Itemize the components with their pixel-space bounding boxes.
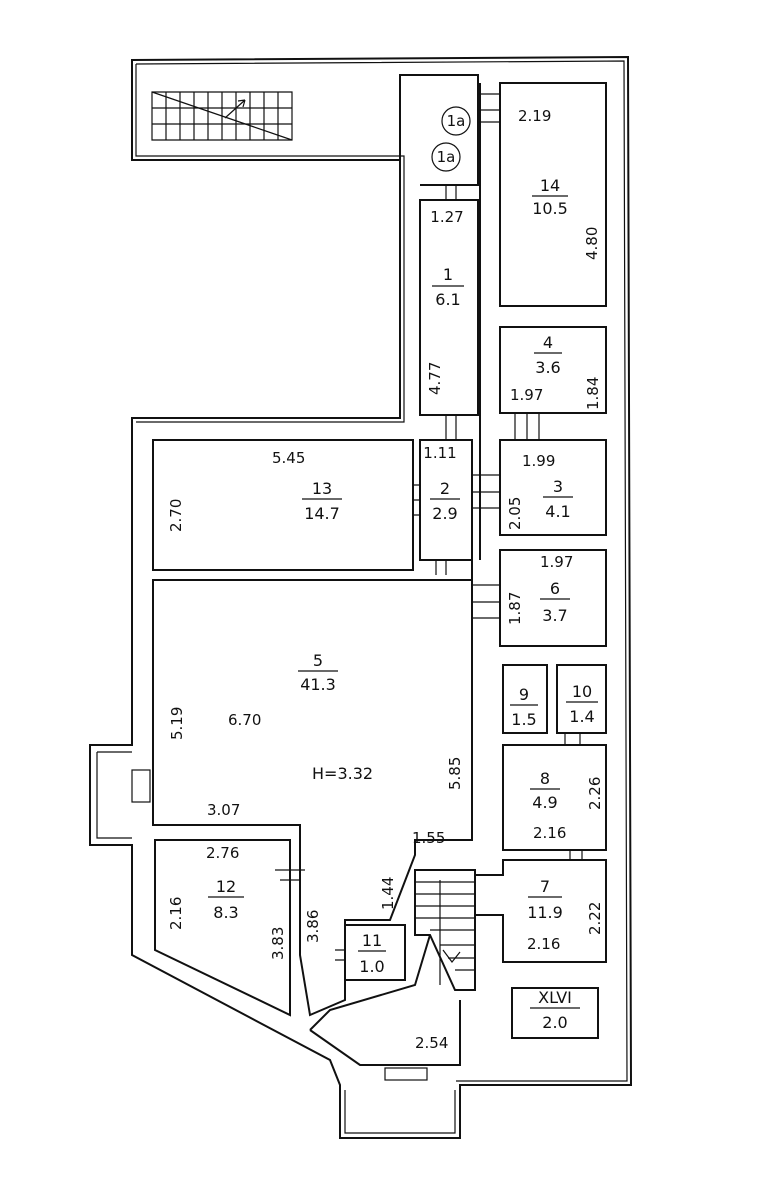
room-area: 14.7	[304, 504, 340, 523]
dimension: 2.19	[518, 107, 551, 125]
room-number: 1	[443, 265, 453, 284]
dimension: 3.83	[269, 927, 287, 960]
dimension: 5.45	[272, 449, 305, 467]
dimension: 2.16	[527, 935, 560, 953]
dimension: 1.97	[510, 386, 543, 404]
dimension: 1.11	[423, 444, 456, 462]
room-number: 12	[216, 877, 236, 896]
room-13	[152, 439, 420, 571]
marker-label: 1a	[437, 148, 456, 166]
top-stair	[151, 91, 293, 141]
dimension: 2.76	[206, 844, 239, 862]
dimension: 5.19	[168, 707, 186, 740]
dimension: 3.86	[304, 910, 322, 943]
dimension: 4.80	[583, 227, 601, 260]
room-number: 11	[362, 931, 382, 950]
dimension: 2.70	[167, 499, 185, 532]
dimension: 6.70	[228, 711, 261, 729]
room-area: 10.5	[532, 199, 568, 218]
room-number: 13	[312, 479, 332, 498]
room-number: 7	[540, 877, 550, 896]
lower-stair	[309, 869, 476, 1066]
dimension: 2.26	[586, 777, 604, 810]
room-area: 11.9	[527, 903, 563, 922]
room-area: 4.9	[532, 793, 557, 812]
room-area: 3.6	[535, 358, 560, 377]
room-11	[335, 924, 406, 981]
dimension: 1.97	[540, 553, 573, 571]
room-area: 1.5	[511, 710, 536, 729]
room-number: 2	[440, 479, 450, 498]
room-number: 14	[540, 176, 560, 195]
room-number: 8	[540, 769, 550, 788]
section-area: 2.0	[542, 1013, 567, 1032]
room-number: 4	[543, 333, 553, 352]
dimension: 2.54	[415, 1034, 448, 1052]
outer-walls	[89, 55, 633, 1139]
room-5	[152, 579, 473, 1017]
dimension: 2.22	[586, 902, 604, 935]
dimension: 1.44	[379, 877, 397, 910]
dimension: 2.16	[533, 824, 566, 842]
dimension: 1.55	[412, 829, 445, 847]
room-number: 5	[313, 651, 323, 670]
marker-1a-top: 1a	[441, 106, 471, 136]
section-id: XLVI	[538, 988, 572, 1007]
dimension: 1.87	[506, 592, 524, 625]
room-number: 9	[519, 685, 529, 704]
marker-1a-bottom: 1a	[431, 142, 461, 172]
dimension: 5.85	[446, 757, 464, 790]
room-area: 1.4	[569, 707, 594, 726]
room-area: 1.0	[359, 957, 384, 976]
room-height: H=3.32	[312, 764, 373, 783]
dimension: 1.84	[584, 377, 602, 410]
dimension: 1.99	[522, 452, 555, 470]
room-area: 2.9	[432, 504, 457, 523]
room-number: 3	[553, 477, 563, 496]
room-area: 8.3	[213, 903, 238, 922]
dimension: 2.16	[167, 897, 185, 930]
room-area: 6.1	[435, 290, 460, 309]
room-number: 6	[550, 579, 560, 598]
dimension: 4.77	[426, 362, 444, 395]
marker-label: 1a	[447, 112, 466, 130]
room-12	[154, 839, 305, 1017]
room-number: 10	[572, 682, 592, 701]
dimension: 1.27	[430, 208, 463, 226]
room-area: 3.7	[542, 606, 567, 625]
dimension: 2.05	[506, 497, 524, 530]
room-area: 4.1	[545, 502, 570, 521]
dimension: 3.07	[207, 801, 240, 819]
room-area: 41.3	[300, 675, 336, 694]
right-rooms	[472, 82, 607, 1039]
